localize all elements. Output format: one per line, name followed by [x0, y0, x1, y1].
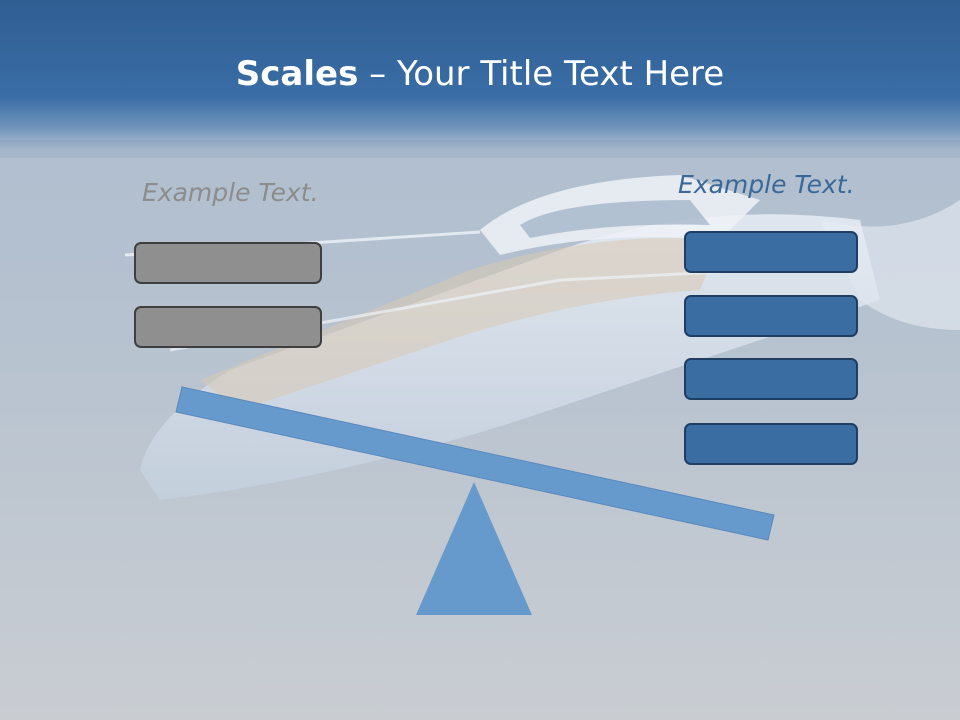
title-band: [0, 0, 960, 150]
title-text: – Your Title Text Here: [358, 54, 725, 94]
right-box-2: [684, 295, 858, 337]
left-example-label: Example Text.: [142, 178, 319, 207]
left-box-1: [134, 242, 322, 284]
title-bold-word: Scales: [235, 54, 359, 94]
right-example-label: Example Text.: [678, 170, 855, 199]
right-box-3: [684, 358, 858, 400]
left-box-2: [134, 306, 322, 348]
right-box-1: [684, 231, 858, 273]
slide-title: Scales – Your Title Text Here: [0, 52, 960, 96]
right-box-4: [684, 423, 858, 465]
